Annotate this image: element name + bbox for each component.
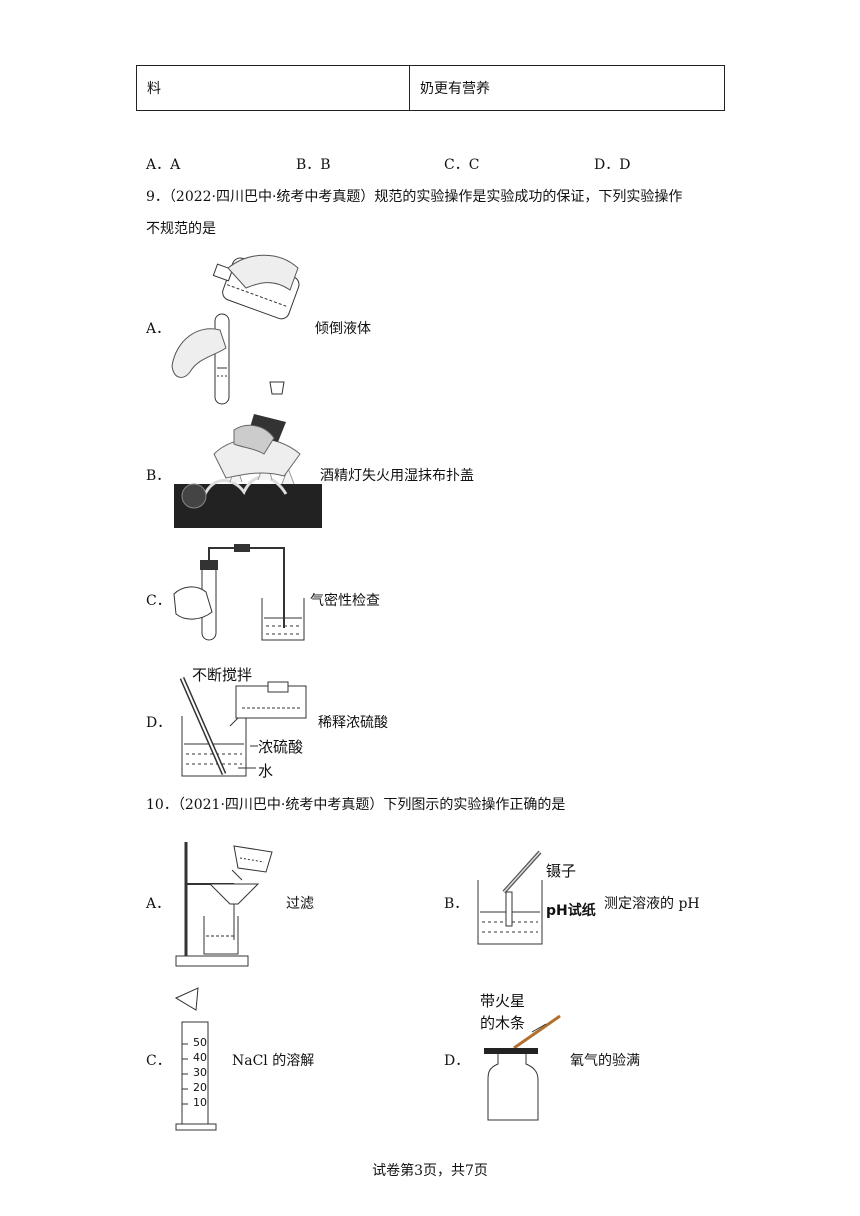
tick-label: 40 <box>193 1051 207 1064</box>
q9-stem-line1: 9．（2022·四川巴中·统考中考真题）规范的实验操作是实验成功的保证，下列实验… <box>146 189 683 205</box>
oxygen-full-test-figure <box>484 1014 561 1121</box>
lamp-fire-figure <box>174 414 322 528</box>
label-ph-paper: pH试纸 <box>546 903 596 919</box>
dilute-sulfuric-acid-figure <box>179 676 307 777</box>
q10-option-d-caption: 氧气的验满 <box>570 1053 640 1069</box>
tick-label: 20 <box>193 1081 207 1094</box>
q10-option-c-caption: NaCl 的溶解 <box>232 1053 315 1069</box>
q8-option-c: C．C <box>444 157 480 173</box>
q9-option-b-letter: B． <box>146 468 171 484</box>
q10-option-b-caption: 测定溶液的 pH <box>604 896 700 912</box>
graduated-cylinder-figure <box>174 987 217 1131</box>
q8-option-d: D．D <box>594 157 631 173</box>
q9-stem-line2: 不规范的是 <box>146 221 216 237</box>
q9-option-b-caption: 酒精灯失火用湿抹布扑盖 <box>320 468 474 484</box>
q10-option-c-letter: C． <box>146 1053 171 1069</box>
tick-label: 30 <box>193 1066 207 1079</box>
airtightness-check-figure <box>173 544 305 641</box>
q9-option-a-letter: A． <box>146 321 171 337</box>
q10-option-d-letter: D． <box>444 1053 470 1069</box>
table-cell: 奶更有营养 <box>409 65 725 111</box>
answer-table: 料 奶更有营养 <box>136 65 725 111</box>
pouring-liquid-figure <box>171 254 300 405</box>
q10-stem: 10．（2021·四川巴中·统考中考真题）下列图示的实验操作正确的是 <box>146 797 566 813</box>
q8-option-a: A．A <box>146 157 181 173</box>
q9-option-c-letter: C． <box>146 593 171 609</box>
q10-option-a-letter: A． <box>146 896 171 912</box>
q9-option-d-letter: D． <box>146 715 172 731</box>
label-burning-splint-2: 的木条 <box>480 1014 526 1032</box>
q9-option-c-caption: 气密性检查 <box>310 593 380 609</box>
label-burning-splint-1: 带火星 <box>480 992 526 1010</box>
ph-measure-figure <box>477 850 543 945</box>
label-water: 水 <box>258 762 274 780</box>
q10-option-a-caption: 过滤 <box>286 896 314 912</box>
page-footer: 试卷第3页，共7页 <box>372 1163 488 1179</box>
tick-label: 50 <box>193 1036 207 1049</box>
q9-option-d-caption: 稀释浓硫酸 <box>318 715 388 731</box>
table-row: 料 奶更有营养 <box>136 65 725 111</box>
q8-option-b: B．B <box>296 157 331 173</box>
label-concentrated-acid: 浓硫酸 <box>258 738 304 756</box>
q9-option-a-caption: 倾倒液体 <box>315 321 371 337</box>
label-stirring: 不断搅拌 <box>192 666 253 684</box>
table-cell: 料 <box>136 65 410 111</box>
q10-option-b-letter: B． <box>444 896 469 912</box>
tick-label: 10 <box>193 1096 207 1109</box>
label-tweezers: 镊子 <box>546 862 577 880</box>
filtration-figure <box>175 842 273 967</box>
